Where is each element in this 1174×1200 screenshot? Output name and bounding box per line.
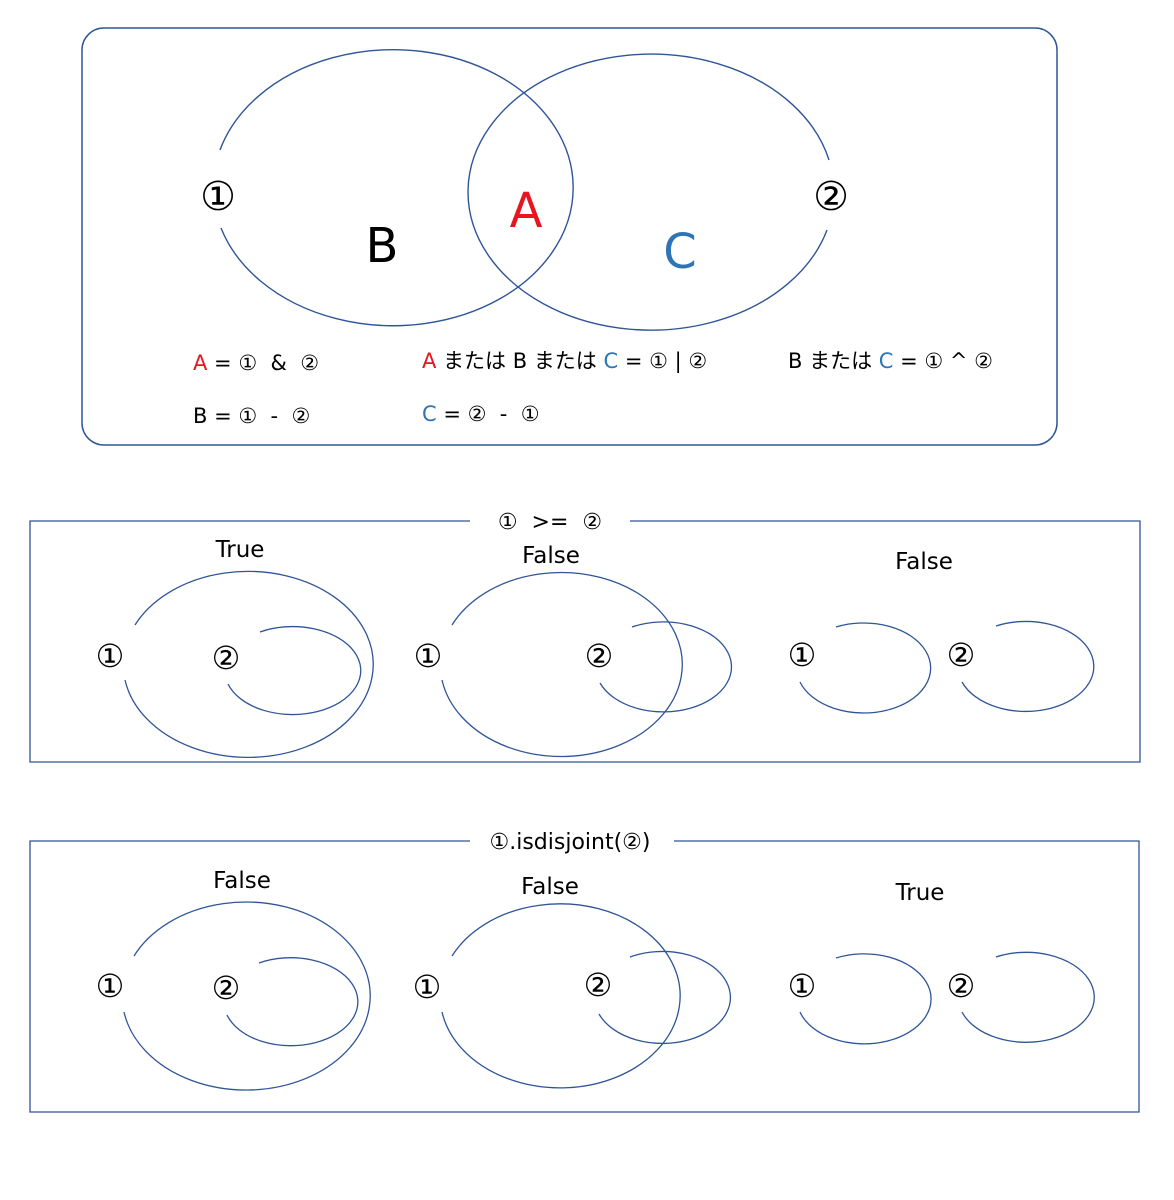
disjoint-case-overlaps-result: False (521, 874, 579, 900)
disjoint-case-overlaps: False ① ② (413, 874, 732, 1089)
disjoint-case-disjoint: True ① ② (788, 880, 1095, 1045)
venn-region-c: C (663, 224, 697, 280)
formula-difference-c: C = ② - ① (422, 402, 540, 426)
superset-panel-frame (29, 520, 1141, 763)
formula-union: A または B または C = ① | ② (422, 349, 707, 374)
venn-set2-ellipse (467, 53, 830, 331)
formula-intersection: A = ① & ② (193, 351, 319, 375)
formula-symmetric-b: B または (788, 349, 879, 373)
superset-case-disjoint-right-label: ② (947, 636, 976, 674)
disjoint-case-contains-outer-ellipse (123, 901, 371, 1091)
venn-panel-frame (81, 27, 1058, 446)
disjoint-case-contains-right-label: ② (212, 969, 241, 1007)
venn-region-b: B (366, 218, 399, 274)
disjoint-case-contains-left-label: ① (96, 967, 125, 1005)
superset-case-contains-inner-ellipse (227, 625, 362, 716)
formula-intersection-a: A (193, 351, 208, 375)
venn-region-a: A (510, 183, 543, 239)
formula-union-a: A (422, 349, 437, 373)
disjoint-case-disjoint-left-ellipse (799, 953, 932, 1045)
superset-case-disjoint: False ① ② (788, 549, 1095, 714)
disjoint-case-overlaps-right-label: ② (584, 966, 613, 1004)
disjoint-case-overlaps-inner-ellipse (598, 950, 732, 1045)
formula-difference-c-c: C (422, 402, 437, 426)
superset-case-overlaps-right-label: ② (585, 637, 614, 675)
superset-panel: ① >= ② True ① ② False ① ② False ① ② (29, 510, 1141, 763)
disjoint-case-disjoint-result: True (895, 880, 945, 906)
superset-case-overlaps-result: False (522, 543, 580, 569)
superset-case-disjoint-right-ellipse (961, 620, 1095, 713)
disjoint-panel: ①.isdisjoint(②) False ① ② False ① ② True… (29, 830, 1140, 1113)
disjoint-case-contains-result: False (213, 868, 271, 894)
formula-intersection-rest: = ① & ② (207, 351, 319, 375)
disjoint-panel-title: ①.isdisjoint(②) (490, 830, 651, 855)
superset-case-overlaps: False ① ② (414, 543, 733, 758)
superset-case-overlaps-outer-ellipse (441, 571, 683, 758)
disjoint-case-overlaps-outer-ellipse (441, 903, 681, 1089)
superset-case-disjoint-result: False (895, 549, 953, 575)
venn-panel: ① ② A B C A = ① & ② B = ① - ② A または B また… (81, 27, 1058, 446)
superset-case-contains-left-label: ① (96, 637, 125, 675)
formula-union-c: C (603, 349, 618, 373)
superset-case-overlaps-left-label: ① (414, 637, 443, 675)
superset-case-contains-outer-ellipse (124, 570, 374, 759)
formula-union-mid: または B または (436, 349, 603, 373)
superset-case-contains-result: True (215, 537, 265, 563)
formula-difference-b: B = ① - ② (193, 404, 310, 428)
formula-difference-c-rest: = ② - ① (437, 402, 540, 426)
venn-set2-label: ② (813, 174, 849, 220)
superset-case-overlaps-inner-ellipse (599, 621, 733, 713)
disjoint-case-disjoint-left-label: ① (788, 967, 817, 1005)
formula-symmetric-c: C (879, 349, 894, 373)
disjoint-case-disjoint-right-ellipse (961, 951, 1095, 1043)
superset-case-contains-right-label: ② (212, 639, 241, 677)
superset-case-contains: True ① ② (96, 537, 374, 759)
superset-case-disjoint-left-ellipse (799, 622, 932, 714)
disjoint-panel-frame (29, 840, 1140, 1113)
disjoint-case-disjoint-right-label: ② (947, 967, 976, 1005)
formula-symmetric: B または C = ① ^ ② (788, 349, 993, 373)
venn-set1-label: ① (200, 174, 236, 220)
formula-symmetric-rest: = ① ^ ② (893, 349, 993, 373)
disjoint-case-contains-inner-ellipse (226, 957, 359, 1047)
disjoint-case-overlaps-left-label: ① (413, 968, 442, 1006)
venn-set1-ellipse (219, 49, 574, 327)
formula-union-rest: = ① | ② (618, 349, 707, 374)
superset-panel-title: ① >= ② (498, 510, 602, 535)
disjoint-case-contains: False ① ② (96, 868, 371, 1091)
superset-case-disjoint-left-label: ① (788, 636, 817, 674)
